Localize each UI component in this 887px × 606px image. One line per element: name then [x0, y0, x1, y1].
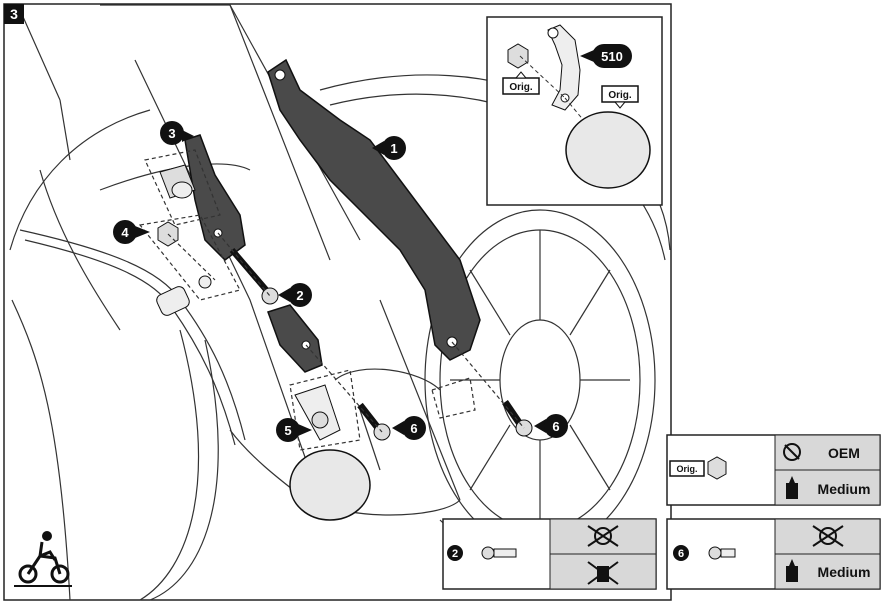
threadlocker-bottle-icon — [786, 476, 798, 499]
lower-plate — [267, 304, 323, 373]
svg-text:Orig.: Orig. — [509, 82, 533, 93]
svg-text:510: 510 — [601, 49, 623, 64]
legend-orig-panel: Orig. OEM Medium — [666, 434, 881, 506]
reflector-assembly — [289, 384, 371, 521]
svg-text:6: 6 — [552, 419, 559, 434]
legend-threadlock-value: Medium — [818, 481, 871, 497]
detail-inset: Orig. 510 Orig. — [486, 16, 663, 206]
svg-text:4: 4 — [121, 225, 129, 240]
svg-text:1: 1 — [390, 141, 397, 156]
orig-tag-reflector: Orig. — [601, 85, 639, 109]
orig-tag-nut: Orig. — [502, 71, 540, 95]
bolt-icon — [481, 546, 517, 560]
threadlocker-bottle-icon — [786, 559, 798, 582]
callout-4: 4 — [113, 220, 150, 244]
step-number-badge — [4, 4, 24, 24]
legend-torque-value: OEM — [828, 445, 860, 461]
legend-part-2-panel: 2 — [442, 518, 657, 590]
orig-tag-legend: Orig. — [669, 460, 705, 477]
no-torque-icon — [812, 525, 844, 547]
callout-5: 5 — [276, 418, 312, 442]
callout-2: 2 — [278, 283, 312, 307]
svg-text:Orig.: Orig. — [608, 90, 632, 101]
step-number: 3 — [10, 6, 18, 22]
no-threadlocker-icon — [587, 561, 619, 585]
legend-part-6-threadlock: Medium — [818, 564, 871, 580]
bracket-hole — [274, 69, 286, 81]
bolt-icon — [708, 546, 736, 560]
torque-wrench-icon — [783, 443, 801, 461]
svg-text:2: 2 — [296, 288, 303, 303]
callout-1: 1 — [372, 136, 406, 160]
reflector-bracket-inset — [547, 24, 581, 111]
spacer — [159, 164, 196, 199]
callout-6-right: 6 — [534, 414, 568, 438]
svg-text:Orig.: Orig. — [676, 464, 697, 474]
mudguard-bracket-part-1 — [267, 58, 481, 361]
callout-3: 3 — [160, 121, 194, 145]
callout-510: 510 — [580, 44, 632, 68]
motorcycle-rider-icon — [14, 531, 72, 587]
legend-part-6-panel: 6 Medium — [666, 518, 881, 590]
svg-text:6: 6 — [410, 421, 417, 436]
svg-text:5: 5 — [284, 423, 291, 438]
cable-clamp — [156, 275, 212, 316]
legend-part-2-number: 2 — [452, 548, 458, 560]
nut-icon — [707, 456, 727, 480]
small-bracket-part-3 — [184, 134, 246, 261]
dashed-assembly-guides — [138, 149, 525, 451]
legend-part-6-number: 6 — [678, 548, 684, 560]
svg-text:3: 3 — [168, 126, 175, 141]
no-torque-icon — [587, 525, 619, 547]
callout-6-left: 6 — [392, 416, 426, 440]
